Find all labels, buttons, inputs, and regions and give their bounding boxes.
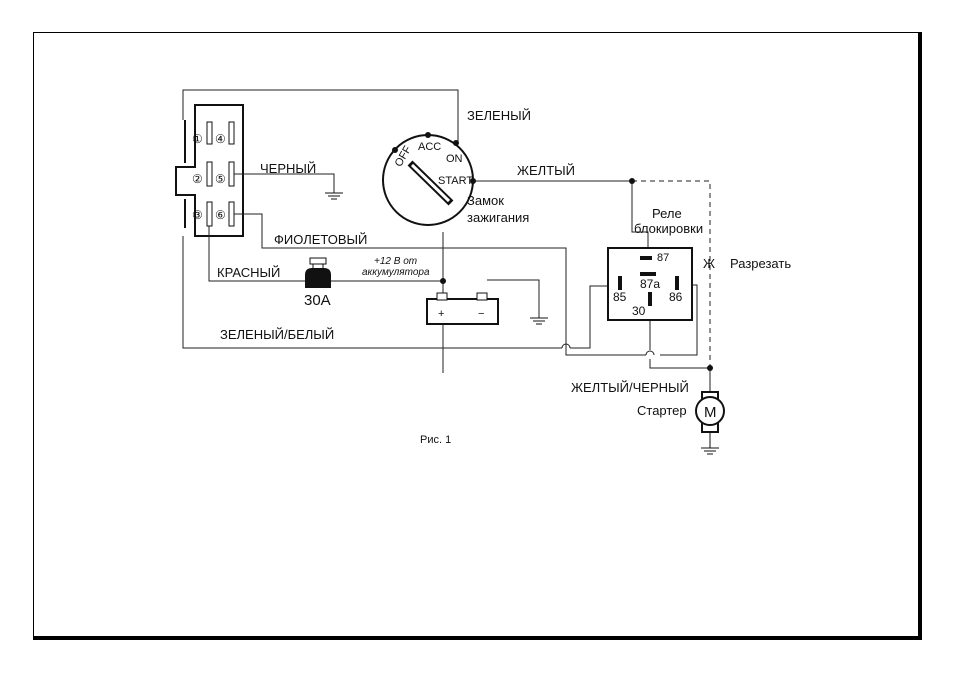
- connector-pin-4: ④: [215, 132, 226, 146]
- label-black: ЧЕРНЫЙ: [260, 161, 316, 176]
- ignition-label-line2: зажигания: [467, 210, 529, 225]
- connector-block: ① ④ ② ⑤ ③ ⑥: [176, 105, 243, 236]
- label-violet: ФИОЛЕТОВЫЙ: [274, 232, 367, 247]
- label-yellow-black: ЖЕЛТЫЙ/ЧЕРНЫЙ: [571, 380, 689, 395]
- ground-icon: [530, 318, 548, 324]
- relay-pin-85: 85: [613, 290, 627, 304]
- starter-motor-icon: M: [696, 392, 724, 432]
- battery-label-line1: +12 В от: [374, 256, 417, 267]
- label-starter: Стартер: [637, 403, 687, 418]
- ignition-switch: OFF ACC ON START: [383, 132, 476, 225]
- fuse-rating: 30А: [304, 292, 331, 309]
- connector-pin-1: ①: [192, 132, 203, 146]
- relay-pin-86: 86: [669, 290, 683, 304]
- ignition-label-line1: Замок: [467, 193, 504, 208]
- wire-to-87: [632, 181, 648, 250]
- wires: [183, 90, 710, 392]
- ground-icon: [701, 432, 719, 454]
- cut-mark: Ж: [703, 256, 715, 271]
- wire-black: [234, 174, 334, 193]
- connector-pin-5: ⑤: [215, 172, 226, 186]
- relay-pin-87a: 87a: [640, 277, 660, 291]
- battery-minus: −: [478, 308, 484, 320]
- relay-block: 87 87a 85 86 30: [608, 248, 692, 320]
- label-red: КРАСНЫЙ: [217, 265, 280, 280]
- label-yellow: ЖЕЛТЫЙ: [517, 163, 575, 178]
- figure-caption: Рис. 1: [420, 434, 451, 446]
- ignition-start-label: START: [438, 175, 473, 187]
- motor-symbol: M: [704, 404, 717, 421]
- relay-pin-87: 87: [657, 252, 669, 264]
- battery-label-line2: аккумулятора: [362, 267, 430, 278]
- relay-label-line1: Реле: [652, 206, 682, 221]
- relay-label-line2: блокировки: [634, 221, 703, 236]
- ground-icon: [325, 193, 343, 199]
- connector-pin-2: ②: [192, 172, 203, 186]
- label-green: ЗЕЛЕНЫЙ: [467, 108, 531, 123]
- connector-pin-3: ③: [192, 208, 203, 222]
- wire-to-85: [570, 286, 610, 348]
- fuse-icon: [305, 258, 331, 288]
- label-green-white: ЗЕЛЕНЫЙ/БЕЛЫЙ: [220, 327, 334, 342]
- relay-pin-30: 30: [632, 304, 646, 318]
- label-cut: Разрезать: [730, 256, 791, 271]
- connector-pin-6: ⑥: [215, 208, 226, 222]
- ignition-acc-label: ACC: [418, 141, 441, 153]
- ignition-on-label: ON: [446, 153, 463, 165]
- battery-plus: +: [438, 308, 444, 320]
- battery-icon: + −: [427, 293, 498, 324]
